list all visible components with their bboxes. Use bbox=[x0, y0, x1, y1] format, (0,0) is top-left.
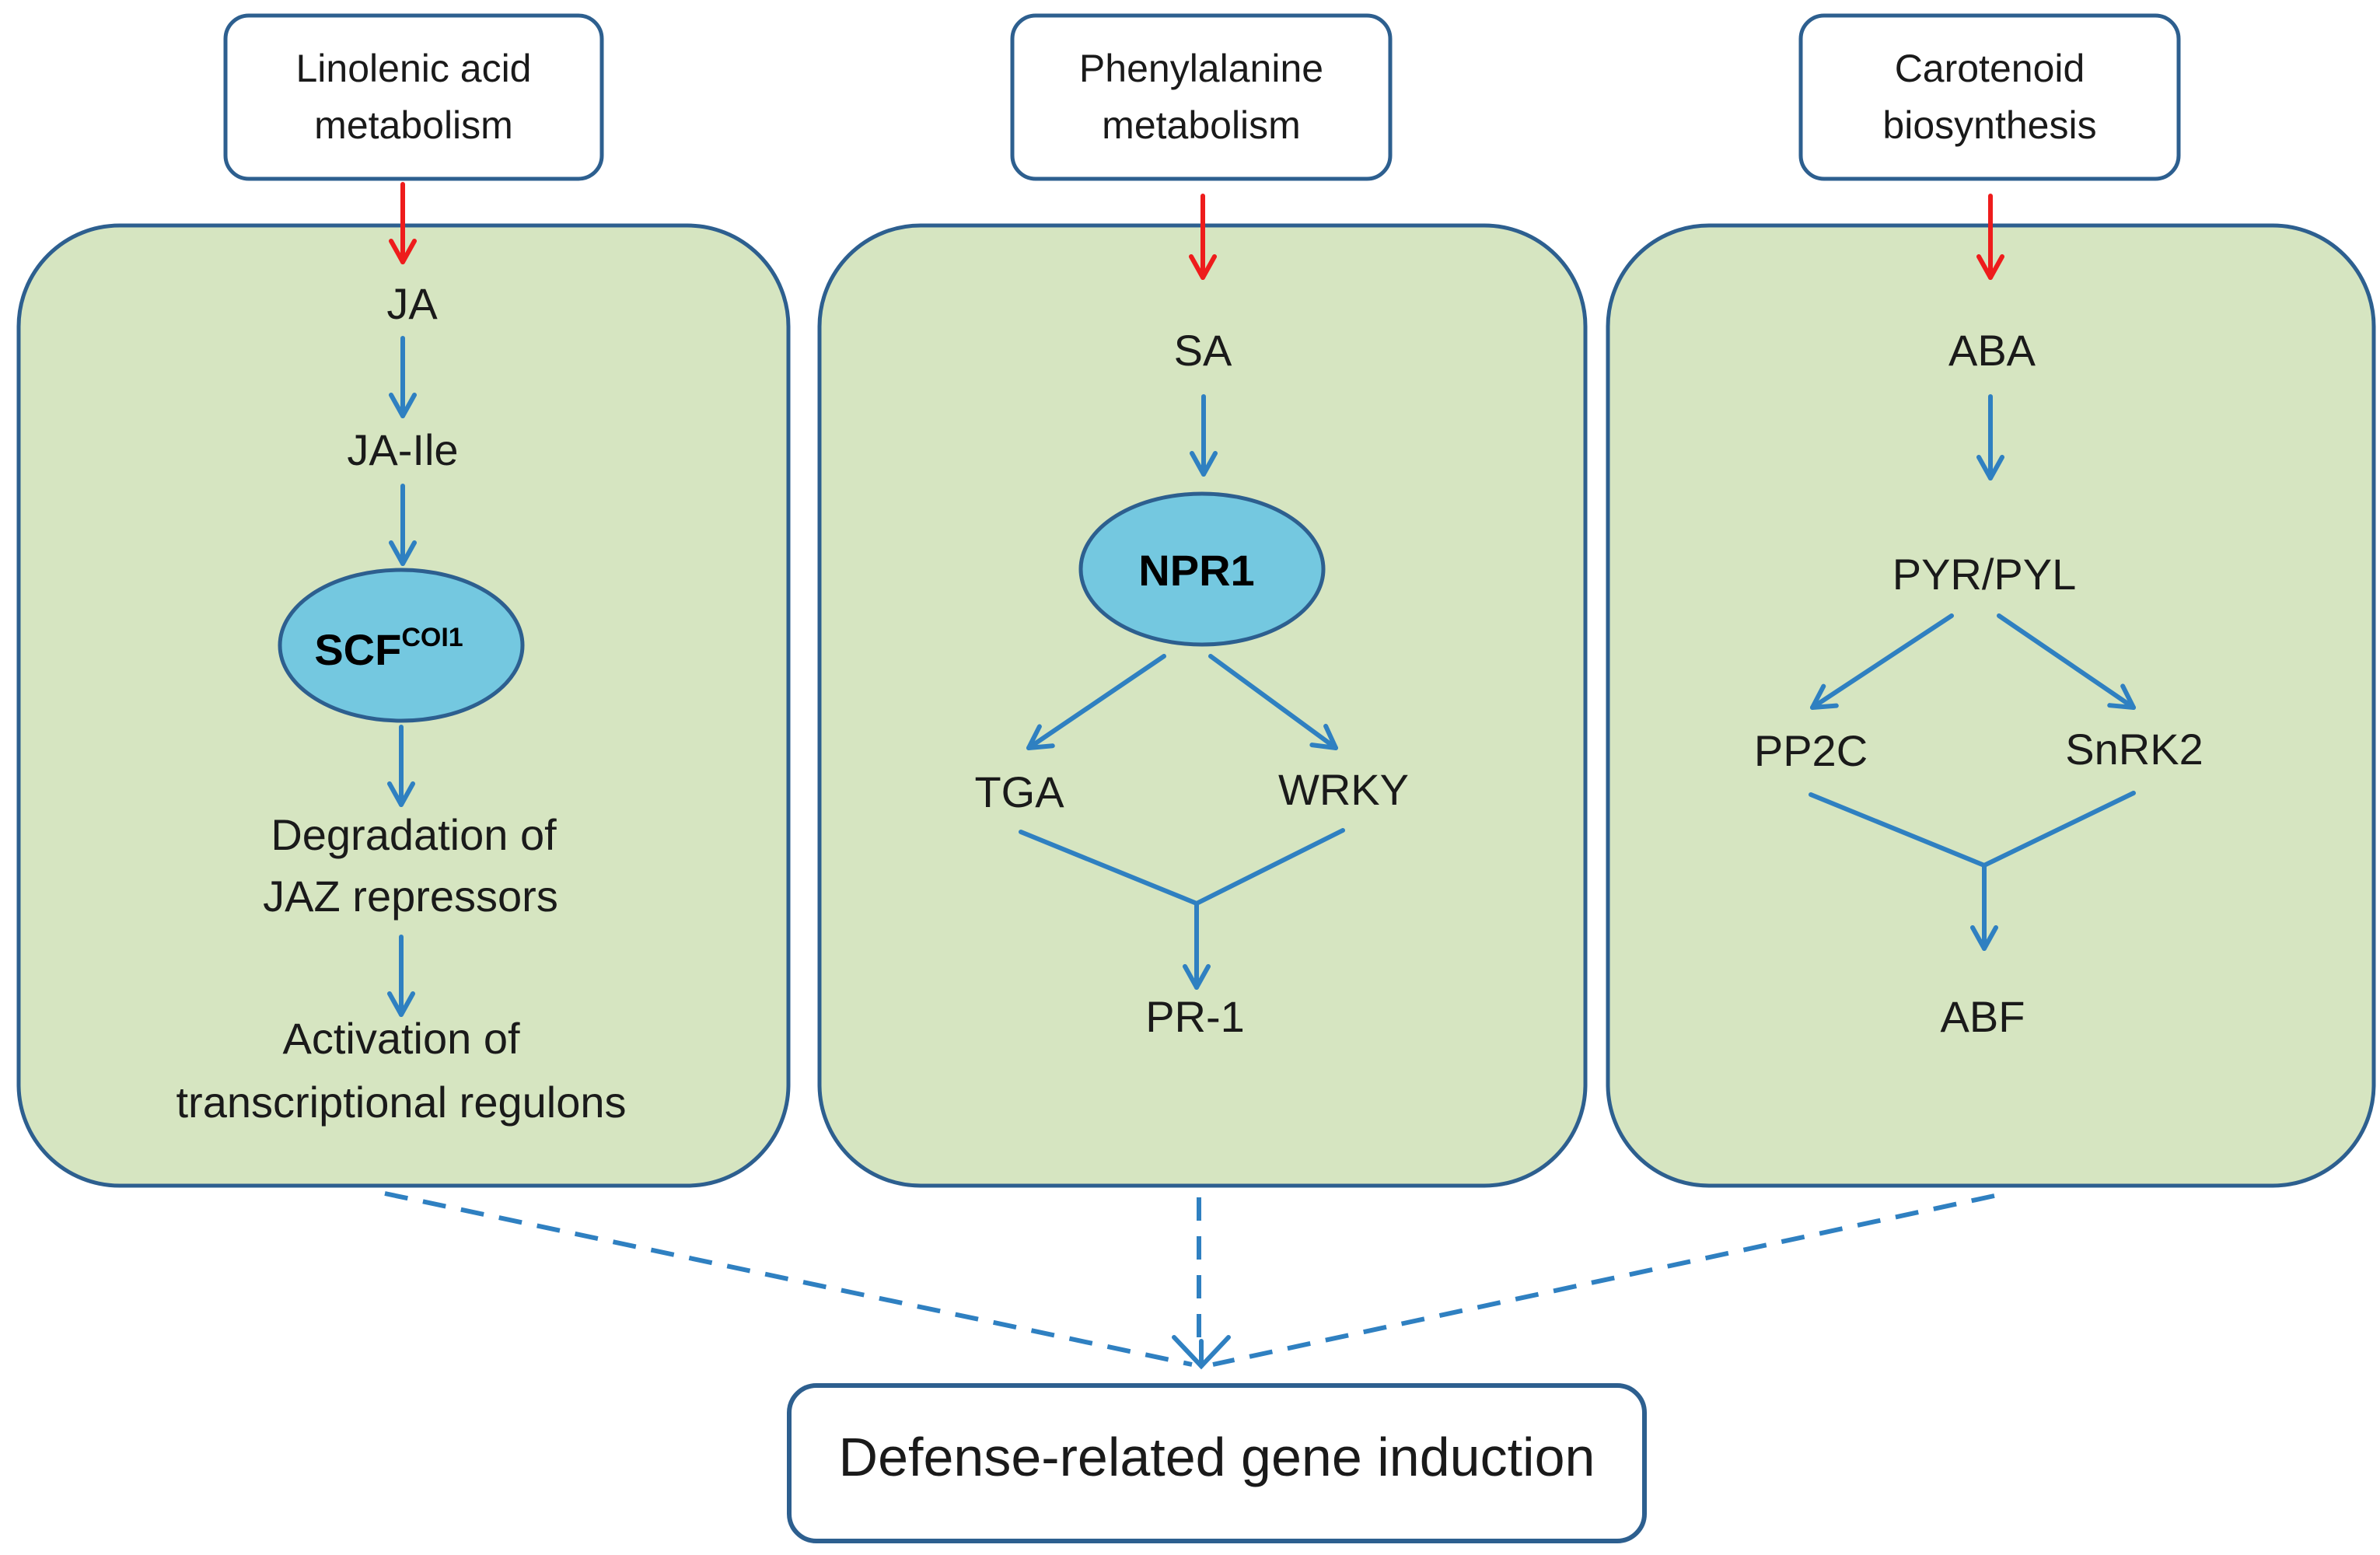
arrow-npr1-to-tga bbox=[1026, 654, 1166, 750]
source-box-phenylalanine bbox=[1010, 13, 1393, 181]
node-ja-ile: JA-Ile bbox=[347, 425, 458, 474]
node-pp2c: PP2C bbox=[1754, 726, 1868, 775]
source-linolenic-line2: metabolism bbox=[314, 103, 513, 147]
source-box-linolenic bbox=[223, 13, 604, 181]
dashed-arrow-right bbox=[1212, 1193, 1995, 1367]
source-carotenoid-line1: Carotenoid bbox=[1895, 47, 2085, 90]
node-pyr-pyl: PYR/PYL bbox=[1892, 550, 2077, 599]
node-wrky: WRKY bbox=[1278, 765, 1409, 814]
node-tga: TGA bbox=[974, 767, 1064, 816]
node-npr1: NPR1 bbox=[1138, 546, 1254, 595]
source-phenylalanine-line1: Phenylalanine bbox=[1079, 47, 1323, 90]
scf-label: SCF bbox=[314, 625, 401, 674]
output-box bbox=[787, 1383, 1647, 1543]
node-snrk2: SnRK2 bbox=[2065, 725, 2203, 774]
source-carotenoid-line2: biosynthesis bbox=[1882, 103, 2096, 147]
node-scf-coi1: SCFCOI1 bbox=[314, 623, 463, 674]
scf-superscript: COI1 bbox=[401, 623, 463, 652]
node-scf-coi1-ellipse bbox=[278, 568, 525, 723]
source-box-carotenoid bbox=[1798, 13, 2181, 181]
node-activation-line1: Activation of bbox=[282, 1014, 519, 1063]
node-degradation-line2: JAZ repressors bbox=[263, 872, 558, 921]
arrow-npr1-to-wrky bbox=[1208, 654, 1338, 750]
node-aba: ABA bbox=[1948, 326, 2036, 375]
arrow-pyr-to-snrk2 bbox=[1997, 613, 2136, 710]
node-degradation-line1: Degradation of bbox=[271, 810, 557, 859]
source-linolenic-line1: Linolenic acid bbox=[296, 47, 532, 90]
node-npr1-ellipse bbox=[1078, 491, 1326, 647]
node-pr1: PR-1 bbox=[1145, 992, 1245, 1041]
arrow-pyr-to-pp2c bbox=[1810, 613, 1954, 710]
dashed-arrow-left bbox=[384, 1191, 1193, 1367]
node-abf: ABF bbox=[1941, 992, 2025, 1041]
source-phenylalanine-line2: metabolism bbox=[1102, 103, 1301, 147]
output-label: Defense-related gene induction bbox=[839, 1427, 1595, 1487]
node-sa: SA bbox=[1174, 326, 1232, 375]
node-activation-line2: transcriptional regulons bbox=[176, 1078, 627, 1127]
node-ja: JA bbox=[386, 279, 438, 328]
